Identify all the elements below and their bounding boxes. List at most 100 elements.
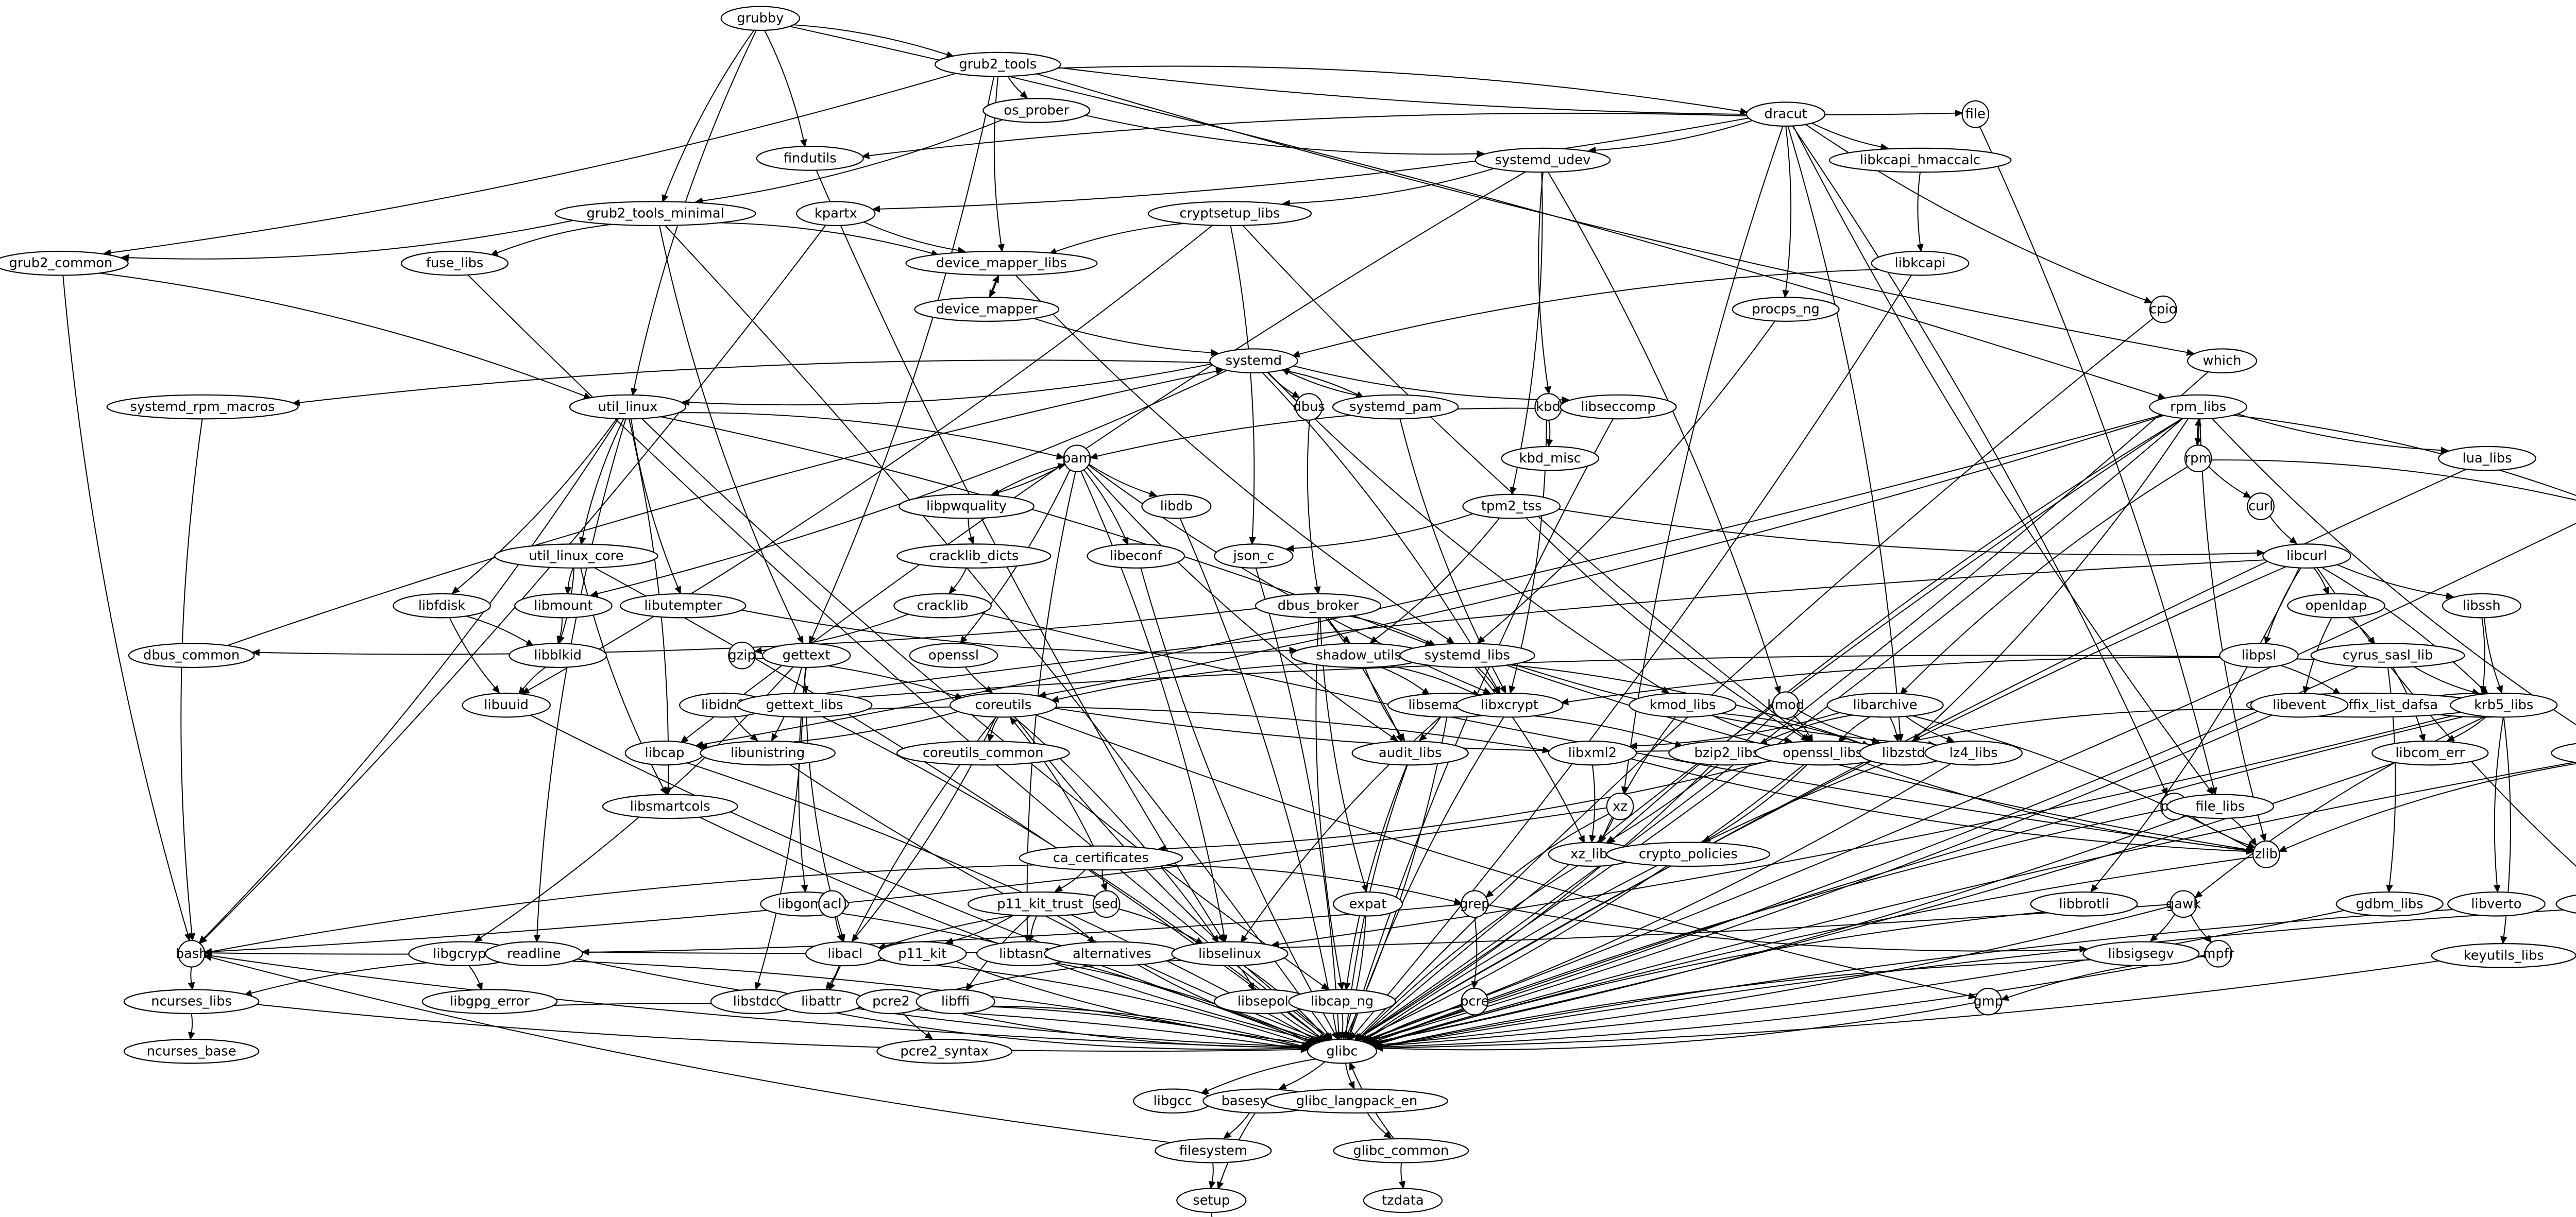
node-grubby[interactable]: grubby (720, 6, 800, 31)
node-util-linux-core[interactable]: util_linux_core (494, 543, 658, 569)
node-libpwquality[interactable]: libpwquality (899, 493, 1035, 519)
node-kpartx[interactable]: kpartx (796, 201, 876, 226)
node-gawk[interactable]: gawk (2166, 890, 2201, 918)
node-lz4-libs[interactable]: lz4_libs (1924, 740, 2023, 766)
node-kmod[interactable]: kmod (1767, 691, 1804, 719)
node-pam[interactable]: pam (1062, 444, 1092, 472)
node-kbd[interactable]: kbd (1534, 393, 1562, 421)
node-ncurses-libs[interactable]: ncurses_libs (123, 989, 260, 1015)
node-systemd-pam[interactable]: systemd_pam (1332, 394, 1459, 420)
node-systemd-libs[interactable]: systemd_libs (1399, 643, 1535, 668)
node-libcom-err[interactable]: libcom_err (2371, 740, 2489, 766)
node-filesystem[interactable]: filesystem (1155, 1138, 1272, 1163)
node-libzstd[interactable]: libzstd (1859, 740, 1948, 766)
node-libnghttp2[interactable]: libnghttp2 (2555, 892, 2576, 916)
node-libkcapi[interactable]: libkcapi (1871, 250, 1970, 276)
node-libcap-ng[interactable]: libcap_ng (1288, 989, 1396, 1015)
node-libgcrypt[interactable]: libgcrypt (408, 941, 516, 967)
node-libbrotli[interactable]: libbrotli (2030, 891, 2138, 917)
node-which[interactable]: which (2187, 348, 2258, 373)
node-rpm-libs[interactable]: rpm_libs (2149, 394, 2247, 420)
node-sed[interactable]: sed (1092, 890, 1121, 918)
node-libxcrypt[interactable]: libxcrypt (1455, 692, 1564, 718)
node-procps-ng[interactable]: procps_ng (1732, 297, 1840, 322)
node-libfdisk[interactable]: libfdisk (393, 593, 492, 619)
node-kmod-libs[interactable]: kmod_libs (1629, 692, 1737, 718)
node-pcre2-syntax[interactable]: pcre2_syntax (876, 1038, 1012, 1064)
node-util-linux[interactable]: util_linux (569, 394, 687, 420)
node-libeconf[interactable]: libeconf (1087, 543, 1185, 569)
node-file[interactable]: file (1961, 100, 1989, 128)
node-gmp[interactable]: gmp (1973, 987, 2003, 1016)
node-libcurl[interactable]: libcurl (2262, 543, 2351, 569)
node-dracut[interactable]: dracut (1745, 101, 1826, 127)
node-libseccomp[interactable]: libseccomp (1560, 394, 1677, 420)
node-systemd-rpm-macros[interactable]: systemd_rpm_macros (106, 394, 299, 420)
node-pcre[interactable]: pcre (1460, 987, 1489, 1016)
node-openssl[interactable]: openssl (909, 643, 998, 668)
node-bzip2-libs[interactable]: bzip2_libs (1668, 740, 1786, 766)
node-dbus-broker[interactable]: dbus_broker (1255, 593, 1382, 619)
node-libxml2[interactable]: libxml2 (1548, 740, 1637, 766)
node-libverto[interactable]: libverto (2447, 891, 2546, 917)
node-mpfr[interactable]: mpfr (2202, 939, 2234, 968)
node-libblkid[interactable]: libblkid (509, 643, 607, 668)
node-libsigsegv[interactable]: libsigsegv (2082, 941, 2200, 967)
node-shadow-utils[interactable]: shadow_utils (1291, 643, 1427, 668)
node-libtasn1[interactable]: libtasn1 (976, 941, 1075, 967)
node-libselinux[interactable]: libselinux (1171, 941, 1289, 967)
node-ca-certificates[interactable]: ca_certificates (1019, 845, 1183, 871)
node-setup[interactable]: setup (1176, 1188, 1247, 1213)
node-xz[interactable]: xz (1606, 792, 1634, 820)
node-libgcc[interactable]: libgcc (1133, 1088, 1213, 1114)
node-json-c[interactable]: json_c (1214, 543, 1294, 569)
node-dbus[interactable]: dbus (1293, 393, 1325, 421)
node-cyrus-sasl-lib[interactable]: cyrus_sasl_lib (2310, 643, 2465, 668)
node-gzip[interactable]: gzip (728, 641, 756, 670)
node-libsmartcols[interactable]: libsmartcols (602, 794, 738, 819)
node-libsepol[interactable]: libsepol (1213, 989, 1312, 1015)
node-xz-libs[interactable]: xz_libs (1548, 842, 1637, 867)
node-libkcapi-hmaccalc[interactable]: libkcapi_hmaccalc (1828, 147, 2012, 173)
node-file-libs[interactable]: file_libs (2166, 794, 2274, 819)
node-libdb[interactable]: libdb (1141, 493, 1212, 519)
node-libssh[interactable]: libssh (2442, 593, 2522, 619)
node-bash[interactable]: bash (176, 939, 208, 968)
node-glibc-langpack-en[interactable]: glibc_langpack_en (1265, 1088, 1448, 1114)
node-gdbm-libs[interactable]: gdbm_libs (2335, 891, 2444, 917)
node-os-prober[interactable]: os_prober (982, 98, 1091, 123)
node-cracklib[interactable]: cracklib (893, 593, 992, 619)
node-libpsl[interactable]: libpsl (2219, 643, 2299, 668)
node-libuuid[interactable]: libuuid (462, 692, 551, 718)
node-crypto-policies[interactable]: crypto_policies (1606, 842, 1770, 867)
node-zlib[interactable]: zlib (2252, 840, 2280, 868)
node-curl[interactable]: curl (2247, 492, 2275, 520)
node-acl[interactable]: acl (818, 890, 846, 918)
node-keyutils-libs[interactable]: keyutils_libs (2431, 943, 2576, 968)
node-tpm2-tss[interactable]: tpm2_tss (1462, 493, 1561, 519)
node-libunistring[interactable]: libunistring (700, 740, 836, 766)
node-dbus-common[interactable]: dbus_common (128, 643, 255, 668)
node-libutempter[interactable]: libutempter (619, 593, 747, 619)
node-audit-libs[interactable]: audit_libs (1351, 740, 1469, 766)
node-openssl-libs[interactable]: openssl_libs (1754, 740, 1891, 766)
node-tzdata[interactable]: tzdata (1363, 1188, 1443, 1213)
node-grub2-tools-minimal[interactable]: grub2_tools_minimal (554, 201, 756, 226)
node-openldap[interactable]: openldap (2287, 593, 2385, 619)
node-readline[interactable]: readline (484, 941, 583, 967)
node-systemd-udev[interactable]: systemd_udev (1475, 147, 1611, 173)
node-libgpg-error[interactable]: libgpg_error (421, 989, 558, 1015)
node-grub2-common[interactable]: grub2_common (0, 250, 129, 276)
node-cryptsetup-libs[interactable]: cryptsetup_libs (1147, 201, 1312, 226)
node-glibc[interactable]: glibc (1307, 1038, 1378, 1064)
node-gettext-libs[interactable]: gettext_libs (736, 692, 873, 718)
node-libstdc[interactable]: libstdc (710, 989, 800, 1015)
node-rpm[interactable]: rpm (2184, 444, 2212, 472)
node-krb5-libs[interactable]: krb5_libs (2450, 692, 2558, 718)
node-libattr[interactable]: libattr (776, 989, 866, 1015)
node-cpio[interactable]: cpio (2149, 295, 2177, 323)
node-device-mapper[interactable]: device_mapper (914, 297, 1060, 322)
node-kbd-misc[interactable]: kbd_misc (1501, 445, 1600, 471)
node-findutils[interactable]: findutils (756, 146, 864, 171)
node-libcap[interactable]: libcap (624, 740, 705, 766)
